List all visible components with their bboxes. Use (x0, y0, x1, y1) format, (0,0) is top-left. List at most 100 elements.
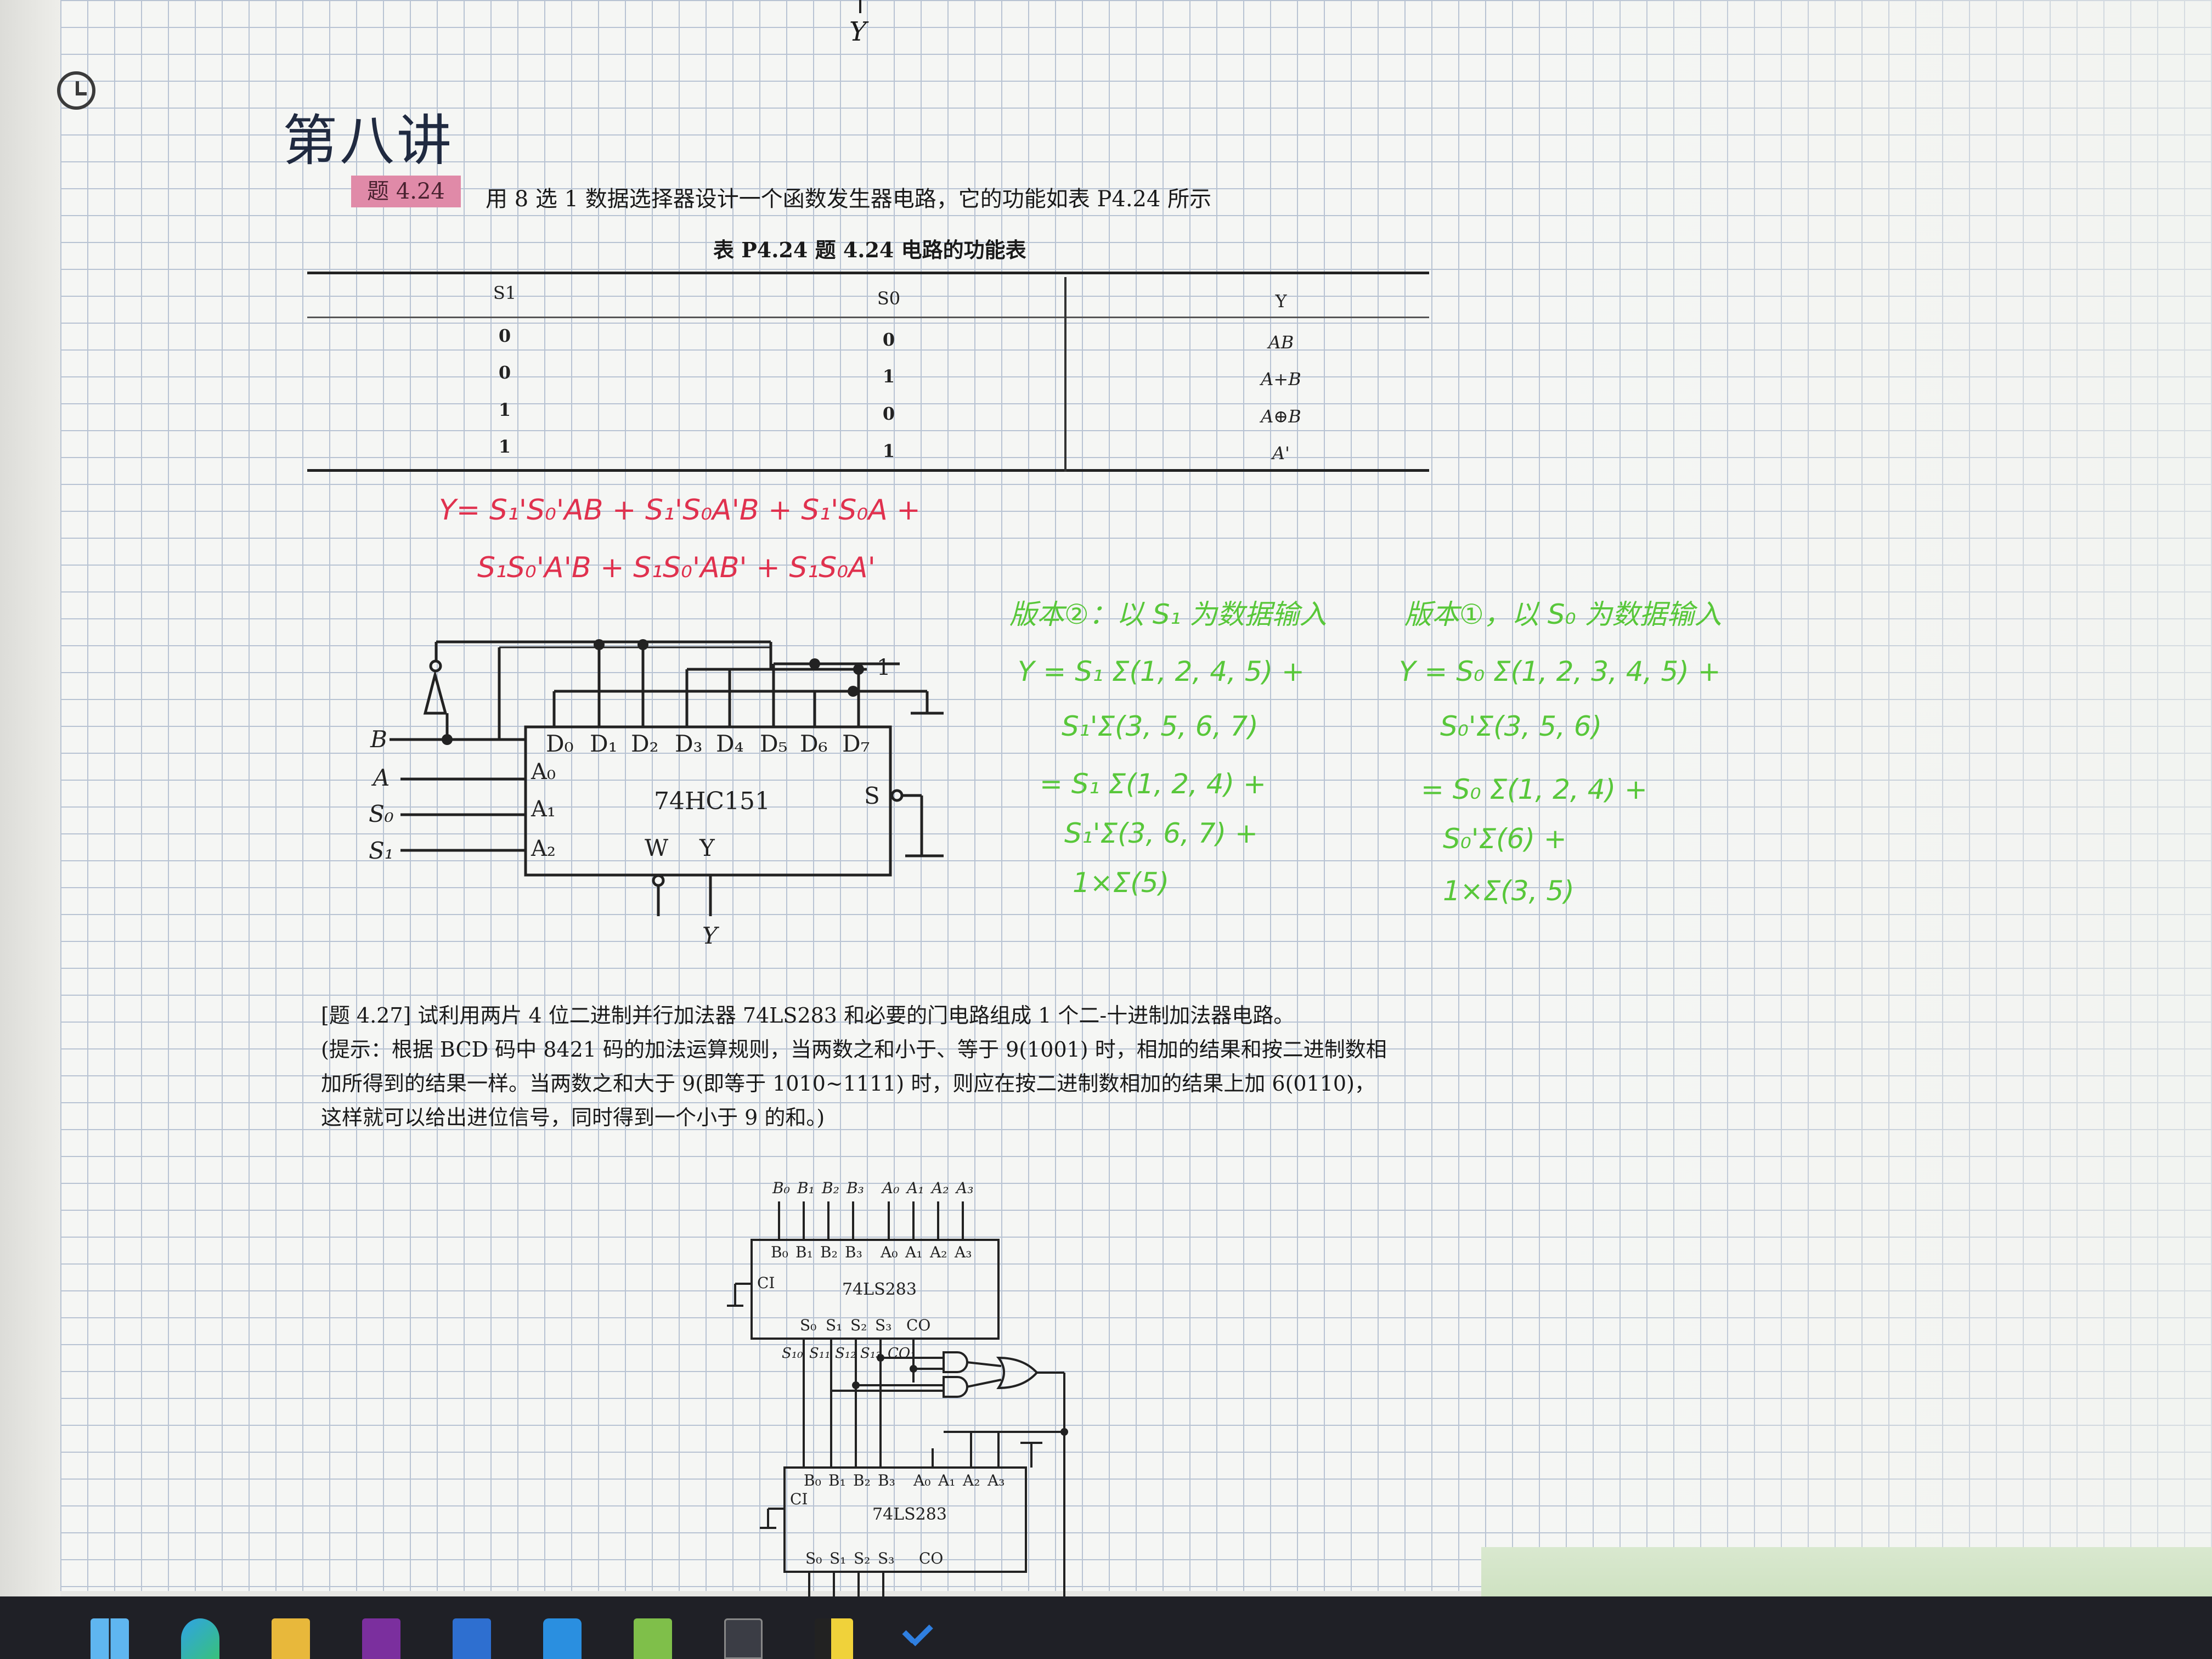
adder2-pin-a3: A₃ (987, 1471, 1005, 1489)
input-s0: S₀ (369, 800, 394, 827)
green-v2-line3: = S₁ Σ(1, 2, 4) + (1040, 768, 1266, 800)
row2-s1: 1 (498, 399, 511, 420)
table-bottom-rule (307, 469, 1429, 472)
problem-427-text: [题 4.27] 试利用两片 4 位二进制并行加法器 74LS283 和必要的门… (321, 998, 1387, 1135)
row1-y: A+B (1261, 369, 1301, 390)
adder1-out-s1: S₁ (826, 1316, 842, 1334)
top-wire (859, 0, 861, 13)
adder1-pin-a3: A₃ (954, 1243, 972, 1261)
row2-y: A⊕B (1261, 406, 1301, 427)
vscode-icon[interactable] (543, 1618, 582, 1659)
adder1-out-s0: S₀ (800, 1316, 816, 1334)
adder1-in-a0: A₀ (881, 1179, 899, 1197)
problem-427-line4: 这样就可以给出进位信号，同时得到一个小于 9 的和。) (321, 1105, 825, 1130)
pin-d5: D₅ (760, 730, 788, 757)
adder2-pin-a2: A₂ (962, 1471, 980, 1489)
todo-icon[interactable] (900, 1618, 938, 1659)
input-a: A (371, 764, 390, 791)
pin-w: W (645, 834, 669, 861)
adder1-in-b1: B₁ (797, 1179, 815, 1197)
taskbar (0, 1596, 2212, 1659)
onenote-icon[interactable] (362, 1618, 400, 1659)
pin-y: Y (699, 834, 715, 861)
terminal-icon[interactable] (724, 1618, 763, 1659)
green-v2-title: 版本②：以 S₁ 为数据输入 (1009, 599, 1327, 630)
pin-a0: A₀ (531, 759, 556, 785)
mux-circuit-diagram: 1 74HC151 D₀ D₁ D₂ D₃ D₄ D₅ D₆ D₇ A₀ A₁ … (369, 639, 944, 949)
pin-a1: A₁ (531, 797, 556, 822)
adder2-ci: CI (790, 1490, 808, 1508)
row0-s0: 0 (882, 329, 895, 350)
pin-d2: D₂ (631, 730, 659, 757)
edge-icon[interactable] (181, 1618, 219, 1659)
table-divider (1064, 277, 1066, 472)
bcd-adder-diagram: B₀ B₁ B₂ B₃ A₀ A₁ A₂ A₃ B₀ B₁ B₂ B₃ A₀ A… (727, 1179, 1068, 1607)
adder1-pin-a1: A₁ (905, 1243, 922, 1261)
row2-s0: 0 (882, 403, 895, 424)
adder2-chip-label: 74LS283 (872, 1505, 947, 1524)
sum-label-s12: S₁₂ (835, 1345, 856, 1362)
adder1-out-co: CO (906, 1316, 930, 1334)
file-explorer-icon[interactable] (272, 1618, 310, 1659)
adder1-pin-b2: B₂ (820, 1243, 838, 1261)
const-one-label: 1 (877, 655, 890, 680)
pin-d1: D₁ (590, 730, 618, 757)
sum-label-s11: S₁₁ (809, 1345, 831, 1362)
adder1-in-a1: A₁ (905, 1179, 924, 1197)
header-y: Y (1275, 291, 1287, 312)
adder1-in-a2: A₂ (930, 1179, 949, 1197)
adder1-pin-b1: B₁ (795, 1243, 813, 1261)
green-v2-line1: Y = S₁ Σ(1, 2, 4, 5) + (1018, 656, 1305, 687)
adder2-pin-a0: A₀ (913, 1471, 930, 1489)
input-b: B (370, 726, 387, 753)
table-header-rule (307, 317, 1429, 318)
problem-424-text: 用 8 选 1 数据选择器设计一个函数发生器电路，它的功能如表 P4.24 所示 (486, 187, 1212, 212)
history-icon[interactable] (57, 71, 95, 110)
adder2-pin-b2: B₂ (853, 1471, 871, 1489)
sticky-notes-icon[interactable] (815, 1618, 853, 1659)
red-note-line2: S₁S₀'A'B + S₁S₀'AB' + S₁S₀A' (477, 551, 876, 584)
problem-427-line1: [题 4.27] 试利用两片 4 位二进制并行加法器 74LS283 和必要的门… (321, 1003, 1295, 1028)
pin-d3: D₃ (675, 730, 703, 757)
adder1-pin-b3: B₃ (845, 1243, 862, 1261)
adder1-pin-a2: A₂ (929, 1243, 947, 1261)
row0-s1: 0 (498, 325, 511, 346)
row3-s1: 1 (498, 436, 511, 457)
header-s1: S1 (493, 283, 517, 303)
adder1-out-s3: S₃ (875, 1316, 891, 1334)
sum-label-s13: S₁₃ (860, 1345, 882, 1362)
row1-s1: 0 (498, 362, 511, 383)
adder2-out-s2: S₂ (854, 1549, 870, 1567)
row3-s0: 1 (882, 441, 895, 461)
word-icon[interactable] (453, 1618, 491, 1659)
pin-d6: D₆ (800, 730, 828, 757)
adder1-in-b0: B₀ (772, 1179, 790, 1197)
green-v1-title: 版本①，以 S₀ 为数据输入 (1404, 599, 1722, 630)
top-y-label: Y (849, 16, 867, 47)
table-top-rule (307, 272, 1429, 274)
green-v1-line3: = S₀ Σ(1, 2, 4) + (1421, 774, 1647, 805)
problem-427-line2: (提示：根据 BCD 码中 8421 码的加法运算规则，当两数之和小于、等于 9… (321, 1037, 1387, 1062)
adder2-pin-b1: B₁ (828, 1471, 846, 1489)
windows-start-icon[interactable] (91, 1618, 129, 1659)
green-v1-line5: 1×Σ(3, 5) (1443, 875, 1575, 907)
header-s0: S0 (877, 288, 901, 309)
chip-151-label: 74HC151 (654, 787, 770, 815)
notepad-icon[interactable] (634, 1618, 672, 1659)
green-v1-line2: S₀'Σ(3, 5, 6) (1440, 710, 1602, 742)
pin-a2: A₂ (531, 836, 556, 861)
function-table: S1 S0 Y 0 0 AB 0 1 A+B 1 0 A⊕B 1 1 A' (307, 266, 1429, 480)
pin-d0: D₀ (546, 730, 574, 757)
adder1-chip-label: 74LS283 (842, 1280, 917, 1299)
page-edge (1481, 1547, 2212, 1596)
adder2-pin-a1: A₁ (938, 1471, 955, 1489)
adder2-out-s0: S₀ (805, 1549, 822, 1567)
red-note-line1: Y= S₁'S₀'AB + S₁'S₀A'B + S₁'S₀A + (439, 494, 921, 527)
sum-label-co1: CO₁ (888, 1345, 916, 1362)
problem-424-label: 题 4.24 (351, 176, 461, 207)
row0-y: AB (1268, 332, 1294, 353)
adder2-out-co: CO (919, 1549, 943, 1567)
adder2-out-s3: S₃ (878, 1549, 894, 1567)
page-title: 第八讲 (283, 109, 454, 173)
adder1-in-b2: B₂ (821, 1179, 839, 1197)
